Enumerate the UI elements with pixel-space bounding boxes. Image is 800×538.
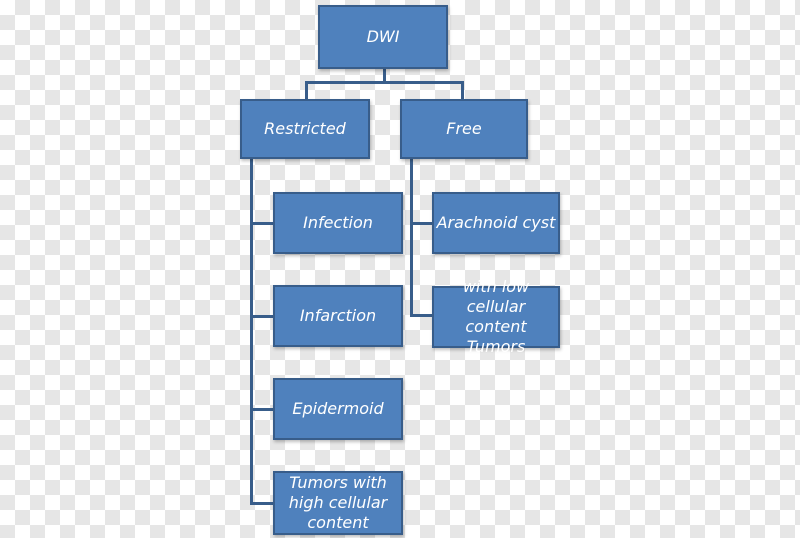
node-epidermoid: Epidermoid <box>273 378 403 440</box>
connector-to-arachnoid-cyst <box>410 222 433 225</box>
node-infection: Infection <box>273 192 403 254</box>
node-free-label: Free <box>446 119 482 138</box>
connector-to-free <box>461 81 464 99</box>
connector-to-infection <box>250 222 273 225</box>
node-dwi-label: DWI <box>366 27 400 46</box>
connector-to-tumors-high <box>250 502 273 505</box>
node-tumors-low-cellular-label: with low cellular content Tumors <box>462 277 530 356</box>
connector-to-tumors-low <box>410 314 433 317</box>
node-epidermoid-label: Epidermoid <box>292 399 384 418</box>
connector-to-restricted <box>305 81 308 99</box>
connector-horizontal-bar <box>305 81 463 84</box>
node-tumors-high-cellular-label: Tumors with high cellular content <box>288 473 388 532</box>
connector-restricted-spine <box>250 158 253 504</box>
node-restricted-label: Restricted <box>264 119 346 138</box>
node-restricted: Restricted <box>240 99 370 159</box>
connector-root-down <box>383 69 386 82</box>
node-infarction: Infarction <box>273 285 403 347</box>
node-infection-label: Infection <box>303 213 373 232</box>
node-tumors-high-cellular: Tumors with high cellular content <box>273 471 403 535</box>
connector-to-epidermoid <box>250 408 273 411</box>
node-dwi: DWI <box>318 5 448 69</box>
node-free: Free <box>400 99 528 159</box>
node-infarction-label: Infarction <box>299 306 377 325</box>
connector-free-spine <box>410 158 413 316</box>
node-arachnoid-cyst-label: Arachnoid cyst <box>436 213 556 232</box>
connector-to-infarction <box>250 315 273 318</box>
node-tumors-low-cellular: with low cellular content Tumors <box>432 277 560 356</box>
node-arachnoid-cyst: Arachnoid cyst <box>432 192 560 254</box>
